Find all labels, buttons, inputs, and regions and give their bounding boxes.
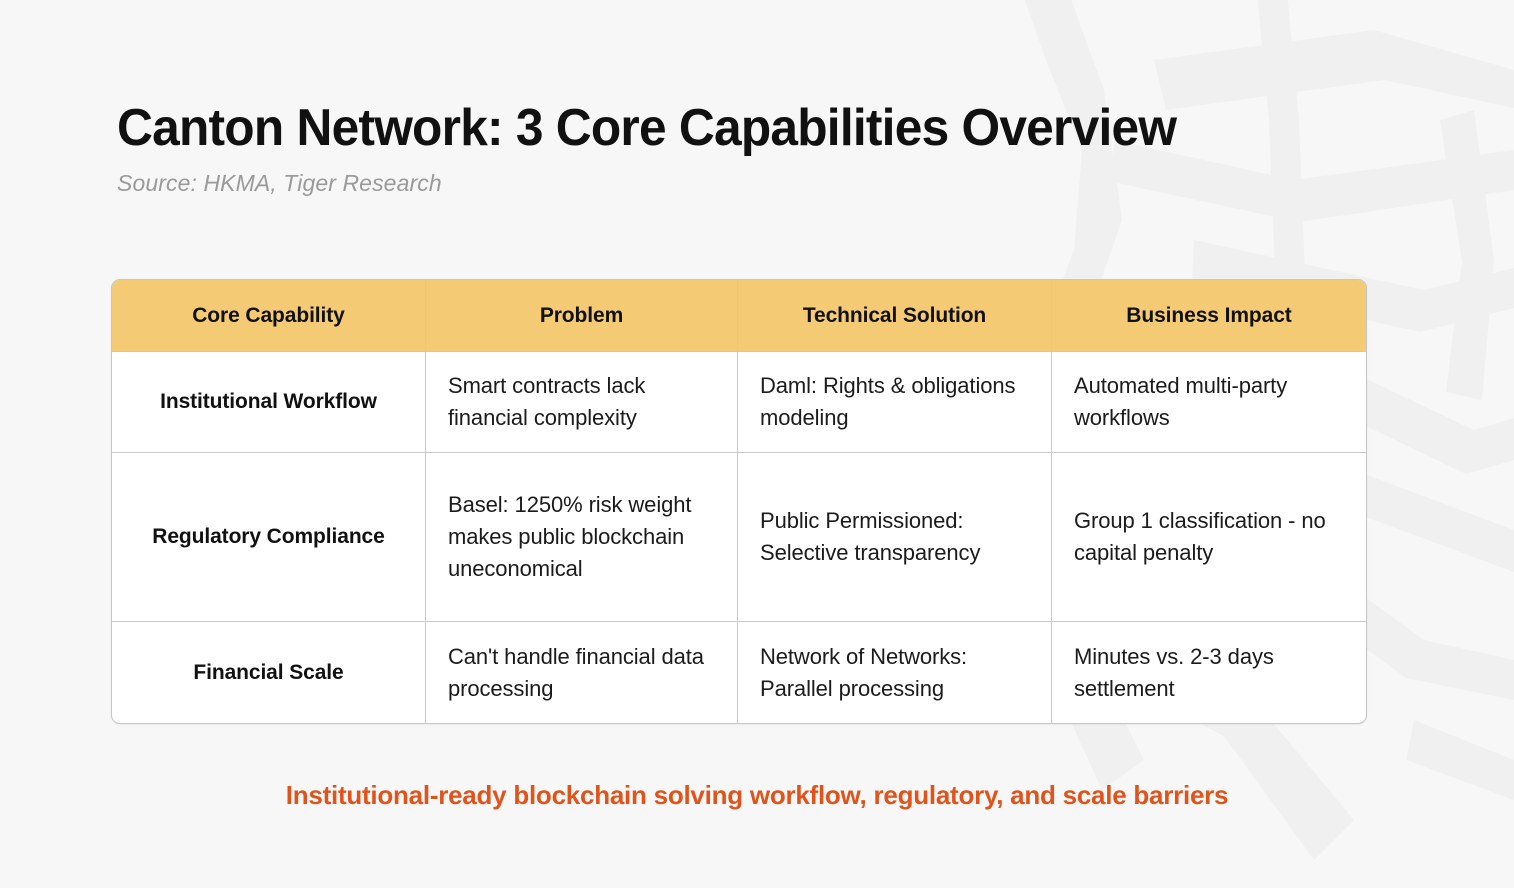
column-header-core-capability: Core Capability [112,280,426,352]
cell-problem: Smart contracts lack financial complexit… [426,352,738,454]
cell-capability: Financial Scale [112,622,426,724]
column-header-business-impact: Business Impact [1052,280,1366,352]
header-block: Canton Network: 3 Core Capabilities Over… [117,100,1417,197]
column-header-problem: Problem [426,280,738,352]
table-row: Institutional Workflow Smart contracts l… [112,352,1366,454]
cell-solution: Public Permissioned: Selective transpare… [738,453,1052,623]
cell-impact: Automated multi-party workflows [1052,352,1366,454]
cell-problem: Can't handle financial data processing [426,622,738,724]
page-title: Canton Network: 3 Core Capabilities Over… [117,99,1177,157]
capabilities-table: Core Capability Problem Technical Soluti… [111,279,1367,725]
cell-capability: Institutional Workflow [112,352,426,454]
table-row: Regulatory Compliance Basel: 1250% risk … [112,453,1366,623]
capabilities-table-container: Core Capability Problem Technical Soluti… [111,279,1367,725]
cell-impact: Minutes vs. 2-3 days settlement [1074,643,1274,701]
table-row: Financial Scale Can't handle financial d… [112,622,1366,724]
cell-problem: Basel: 1250% risk weight makes public bl… [426,453,738,623]
cell-solution: Network of Networks: Parallel processing [738,622,1052,724]
table-header-row: Core Capability Problem Technical Soluti… [112,280,1366,352]
cell-impact: Group 1 classification - no capital pena… [1052,453,1366,623]
cell-solution: Daml: Rights & obligations modeling [738,352,1052,454]
table-body: Institutional Workflow Smart contracts l… [112,352,1366,724]
table-header: Core Capability Problem Technical Soluti… [112,280,1366,352]
footer-caption: Institutional-ready blockchain solving w… [285,780,1229,810]
cell-capability: Regulatory Compliance [112,453,426,623]
column-header-technical-solution: Technical Solution [738,280,1052,352]
source-attribution: Source: HKMA, Tiger Research [117,170,442,197]
